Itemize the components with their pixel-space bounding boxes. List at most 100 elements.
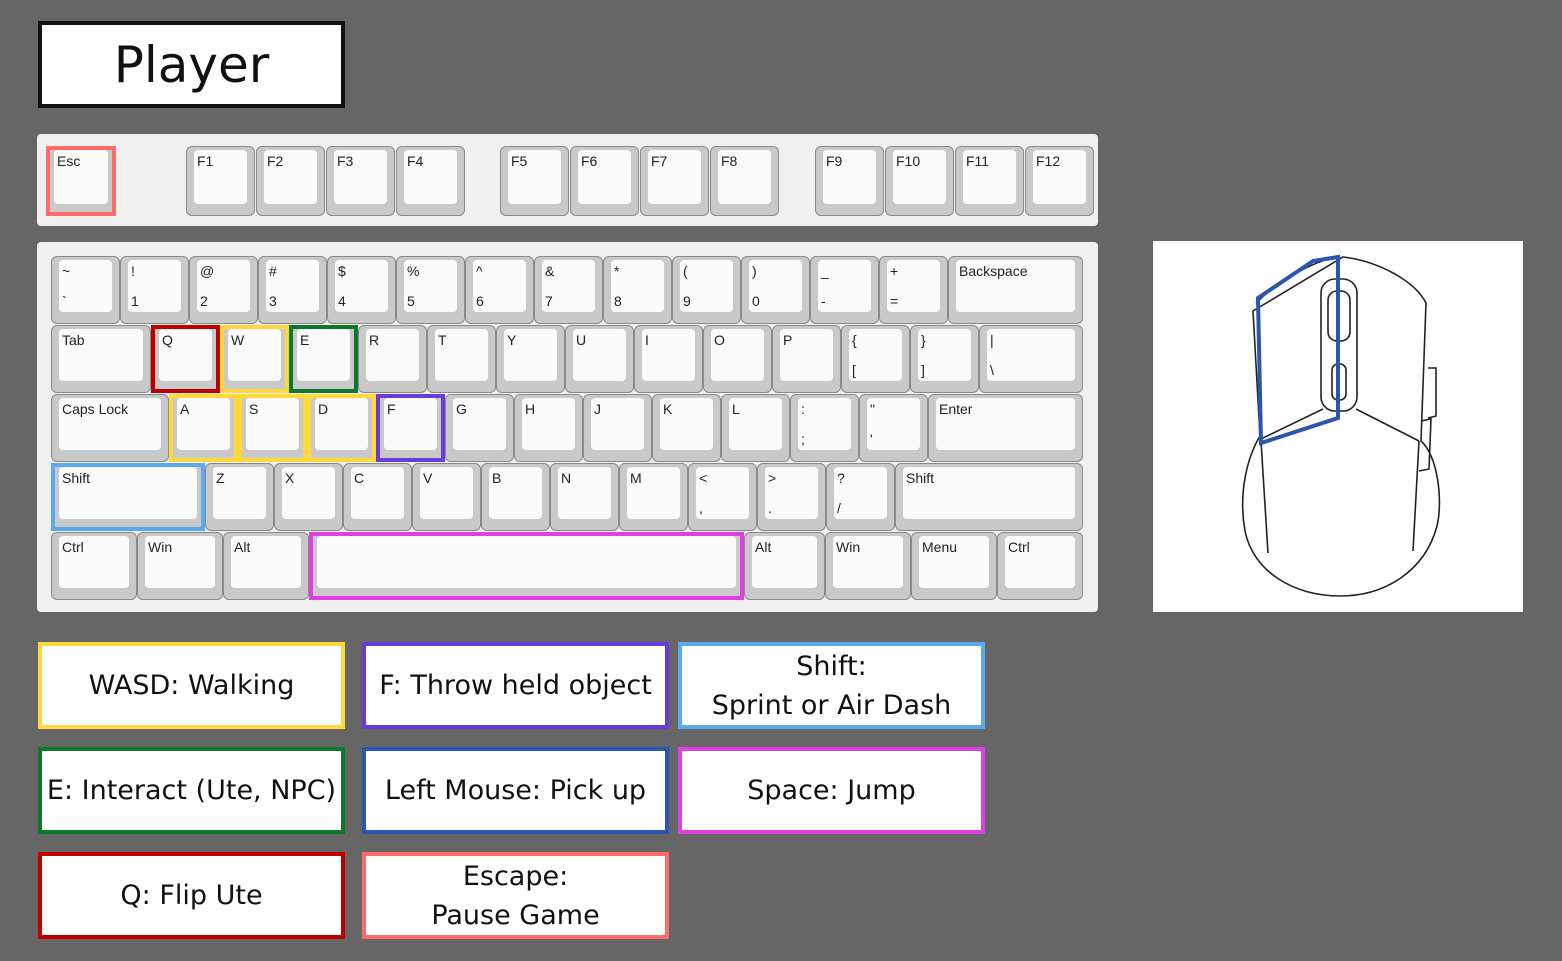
key-d[interactable]: D — [307, 394, 376, 462]
key-e[interactable]: E — [289, 325, 358, 393]
key--[interactable]: @ 2 — [189, 256, 258, 324]
key-j[interactable]: J — [583, 394, 652, 462]
key-n[interactable]: N — [550, 463, 619, 531]
key-w[interactable]: W — [220, 325, 289, 393]
key-ctrl[interactable]: Ctrl — [51, 532, 137, 600]
key-menu[interactable]: Menu — [911, 532, 997, 600]
key-f1[interactable]: F1 — [186, 146, 255, 216]
key-face — [228, 329, 281, 381]
key-label: + — [890, 263, 899, 279]
key-f10[interactable]: F10 — [885, 146, 954, 216]
key--[interactable]: > . — [757, 463, 826, 531]
key-r[interactable]: R — [358, 325, 427, 393]
key-o[interactable]: O — [703, 325, 772, 393]
key-f11[interactable]: F11 — [955, 146, 1024, 216]
key-i[interactable]: I — [634, 325, 703, 393]
key--[interactable]: % 5 — [396, 256, 465, 324]
key-b[interactable]: B — [481, 463, 550, 531]
key-f6[interactable]: F6 — [570, 146, 639, 216]
key--[interactable]: ( 9 — [672, 256, 741, 324]
key-f5[interactable]: F5 — [500, 146, 569, 216]
key-f7[interactable]: F7 — [640, 146, 709, 216]
key-l[interactable]: L — [721, 394, 790, 462]
key-win[interactable]: Win — [825, 532, 911, 600]
key-space[interactable] — [309, 532, 744, 600]
key-shift[interactable]: Shift — [51, 463, 205, 531]
key-label: Esc — [57, 153, 81, 169]
key--[interactable]: < , — [688, 463, 757, 531]
key-g[interactable]: G — [445, 394, 514, 462]
key-s[interactable]: S — [238, 394, 307, 462]
key-alt[interactable]: Alt — [744, 532, 825, 600]
key-a[interactable]: A — [169, 394, 238, 462]
key--[interactable]: } ] — [910, 325, 979, 393]
key-face — [59, 398, 161, 450]
key-label: Caps Lock — [62, 401, 129, 417]
key-face — [435, 329, 488, 381]
key-label: X — [285, 470, 295, 486]
key-f4[interactable]: F4 — [396, 146, 465, 216]
key-label: # — [269, 263, 277, 279]
key-ctrl[interactable]: Ctrl — [997, 532, 1083, 600]
key-sublabel: ` — [62, 293, 67, 309]
key-label: Shift — [62, 470, 91, 486]
key-face — [903, 467, 1075, 519]
key-sublabel: 2 — [200, 293, 208, 309]
key-f8[interactable]: F8 — [710, 146, 779, 216]
key-f[interactable]: F — [376, 394, 445, 462]
key--[interactable]: + = — [879, 256, 948, 324]
key--[interactable]: ? / — [826, 463, 895, 531]
key-label: & — [545, 263, 555, 279]
key-f2[interactable]: F2 — [256, 146, 325, 216]
key-backspace[interactable]: Backspace — [948, 256, 1083, 324]
key-enter[interactable]: Enter — [928, 394, 1083, 462]
key-f12[interactable]: F12 — [1025, 146, 1094, 216]
key-caps-lock[interactable]: Caps Lock — [51, 394, 169, 462]
key-shift[interactable]: Shift — [895, 463, 1083, 531]
key-z[interactable]: Z — [205, 463, 274, 531]
key-face — [404, 150, 457, 204]
key-y[interactable]: Y — [496, 325, 565, 393]
key--[interactable]: & 7 — [534, 256, 603, 324]
key--[interactable]: ! 1 — [120, 256, 189, 324]
key-face — [473, 260, 526, 312]
key-esc[interactable]: Esc — [46, 146, 116, 216]
key-x[interactable]: X — [274, 463, 343, 531]
key--[interactable]: " ' — [859, 394, 928, 462]
key-k[interactable]: K — [652, 394, 721, 462]
key-v[interactable]: V — [412, 463, 481, 531]
key-label: : — [801, 401, 805, 417]
key-f3[interactable]: F3 — [326, 146, 395, 216]
key-u[interactable]: U — [565, 325, 634, 393]
key--[interactable]: # 3 — [258, 256, 327, 324]
key-sublabel: ' — [870, 431, 873, 447]
key-p[interactable]: P — [772, 325, 841, 393]
key-tab[interactable]: Tab — [51, 325, 151, 393]
key-face — [729, 398, 782, 450]
key-q[interactable]: Q — [151, 325, 220, 393]
key--[interactable]: : ; — [790, 394, 859, 462]
key-label: F3 — [337, 153, 354, 169]
key--[interactable]: $ 4 — [327, 256, 396, 324]
key-alt[interactable]: Alt — [223, 532, 309, 600]
key-t[interactable]: T — [427, 325, 496, 393]
key-h[interactable]: H — [514, 394, 583, 462]
key-c[interactable]: C — [343, 463, 412, 531]
key--[interactable]: ~ ` — [51, 256, 120, 324]
key-face — [818, 260, 871, 312]
key--[interactable]: ^ 6 — [465, 256, 534, 324]
key--[interactable]: ) 0 — [741, 256, 810, 324]
key--[interactable]: * 8 — [603, 256, 672, 324]
key-win[interactable]: Win — [137, 532, 223, 600]
key-sublabel: 6 — [476, 293, 484, 309]
key--[interactable]: { [ — [841, 325, 910, 393]
key-label: H — [525, 401, 536, 417]
key-label: Menu — [922, 539, 958, 555]
key-face — [956, 260, 1075, 312]
key-m[interactable]: M — [619, 463, 688, 531]
key-label: Win — [836, 539, 861, 555]
key-f9[interactable]: F9 — [815, 146, 884, 216]
key--[interactable]: _ - — [810, 256, 879, 324]
key-label: $ — [338, 263, 346, 279]
key--[interactable]: | \ — [979, 325, 1083, 393]
